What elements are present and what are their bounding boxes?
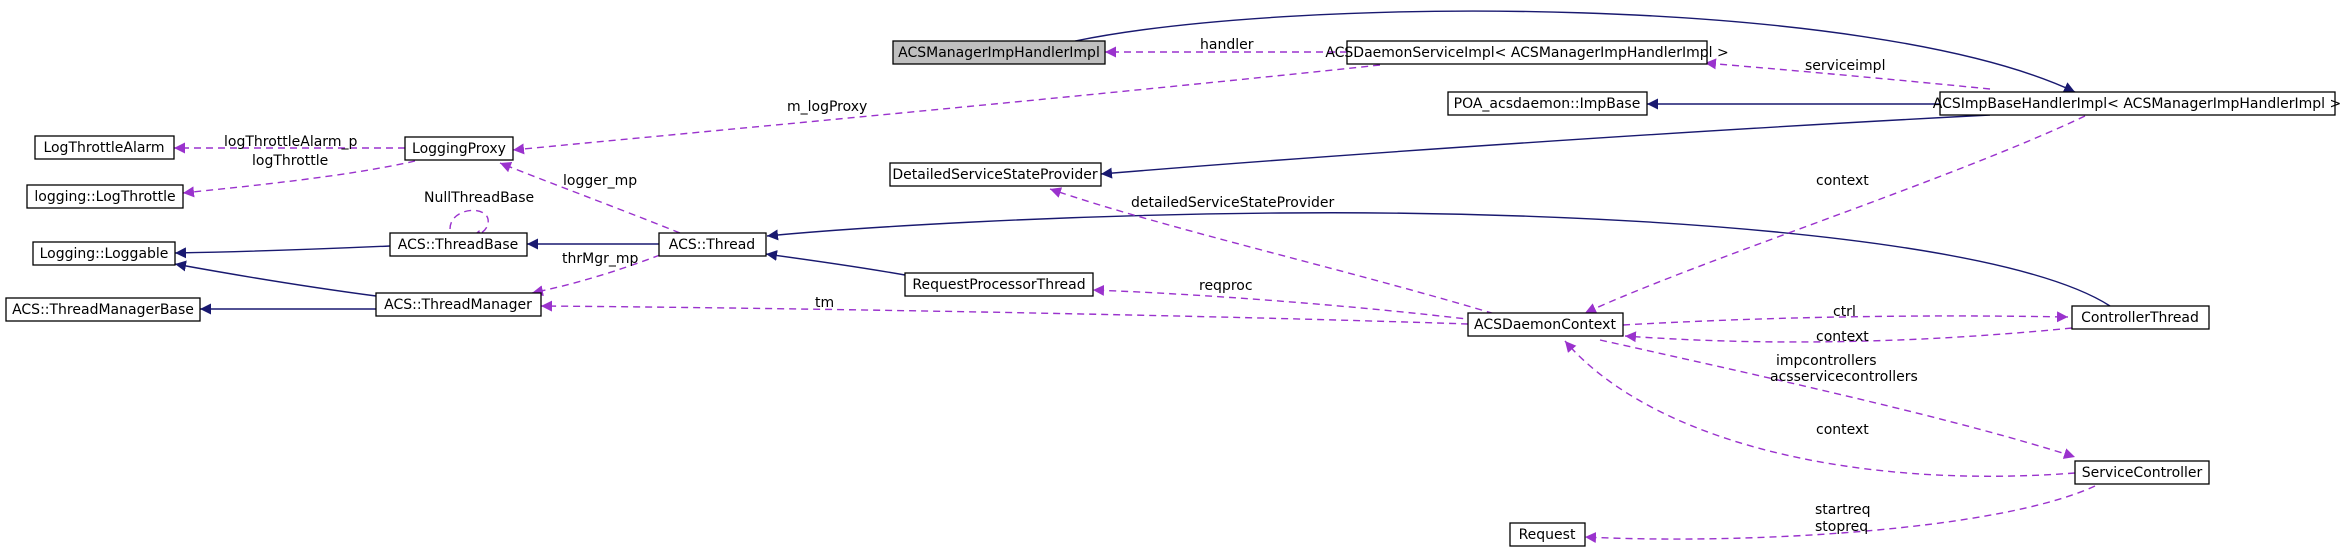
label-handler: handler: [1200, 37, 1254, 53]
node-logging-proxy[interactable]: LoggingProxy: [404, 136, 514, 161]
node-label: POA_acsdaemon::ImpBase: [1454, 96, 1641, 112]
label-ctrl: ctrl: [1833, 304, 1856, 320]
node-log-throttle-alarm[interactable]: LogThrottleAlarm: [34, 135, 175, 160]
edge-labels: handler serviceimpl m_logProxy logThrott…: [224, 37, 1918, 535]
node-acs-manager-imp-handler-impl[interactable]: ACSManagerImpHandlerImpl: [892, 40, 1106, 65]
node-label: ACS::ThreadManager: [384, 297, 532, 313]
edge-m-logproxy: [512, 64, 1381, 155]
node-controller-thread[interactable]: ControllerThread: [2071, 305, 2210, 330]
edge-reqproc: [1092, 284, 1476, 321]
edge-threadmanager-to-loggable: [174, 260, 377, 297]
label-acsservicecontrollers: acsservicecontrollers: [1770, 369, 1918, 385]
node-request-processor-thread[interactable]: RequestProcessorThread: [904, 272, 1094, 297]
label-reqproc: reqproc: [1199, 278, 1253, 294]
node-acs-daemon-context[interactable]: ACSDaemonContext: [1467, 312, 1624, 337]
edge-impcontrollers: [1599, 339, 2076, 459]
label-context-top: context: [1816, 173, 1869, 189]
edge-ctrl: [1622, 311, 2069, 326]
label-logthrottlealarm-p: logThrottleAlarm_p: [224, 134, 357, 150]
node-acs-thread-base[interactable]: ACS::ThreadBase: [389, 232, 528, 257]
edge-thrmgr-mp: [531, 254, 661, 297]
label-detailedservicestateprovider: detailedServiceStateProvider: [1131, 195, 1335, 211]
edge-requestprocessor-to-thread: [765, 250, 906, 276]
label-thrmgr-mp: thrMgr_mp: [562, 251, 638, 267]
node-acs-thread-manager[interactable]: ACS::ThreadManager: [375, 292, 542, 317]
node-detailed-service-state-provider[interactable]: DetailedServiceStateProvider: [889, 162, 1102, 187]
node-label: ACSImpBaseHandlerImpl< ACSManagerImpHand…: [1933, 96, 2341, 112]
node-label: Logging::Loggable: [40, 246, 169, 262]
node-label: Request: [1519, 527, 1576, 543]
node-service-controller[interactable]: ServiceController: [2074, 460, 2210, 485]
node-label: ControllerThread: [2081, 310, 2199, 326]
node-acs-imp-base-handler-impl[interactable]: ACSImpBaseHandlerImpl< ACSManagerImpHand…: [1933, 91, 2341, 116]
edge-controllerthread-to-thread: [766, 212, 2111, 307]
label-nullthreadbase: NullThreadBase: [424, 190, 534, 206]
node-label: ACS::ThreadBase: [398, 237, 518, 253]
node-logging-loggable[interactable]: Logging::Loggable: [32, 241, 176, 266]
node-label: DetailedServiceStateProvider: [892, 167, 1097, 183]
node-acs-thread[interactable]: ACS::Thread: [658, 232, 767, 257]
node-label: ACS::Thread: [669, 237, 755, 253]
edge-nullthreadbase: [449, 209, 489, 241]
node-request[interactable]: Request: [1509, 522, 1586, 547]
node-label: ACS::ThreadManagerBase: [12, 302, 194, 318]
edge-manager-to-impbasehandler: [1074, 10, 2076, 93]
label-m-logproxy: m_logProxy: [787, 99, 867, 115]
edge-tm: [540, 300, 1469, 325]
label-tm: tm: [815, 295, 834, 311]
node-poa-imp-base[interactable]: POA_acsdaemon::ImpBase: [1447, 91, 1648, 116]
node-label: LoggingProxy: [412, 141, 506, 157]
node-label: LogThrottleAlarm: [43, 140, 164, 156]
edge-logthrottle: [182, 160, 416, 198]
node-label: ACSManagerImpHandlerImpl: [898, 45, 1100, 61]
edge-threadbase-to-loggable: [174, 245, 391, 259]
label-serviceimpl: serviceimpl: [1805, 58, 1885, 74]
edge-context-top: [1584, 115, 2086, 314]
node-label: RequestProcessorThread: [912, 277, 1085, 293]
label-impcontrollers: impcontrollers: [1776, 353, 1877, 369]
edge-detailed-to-impbasehandler: [1100, 114, 1991, 179]
nodes: ACSManagerImpHandlerImpl ACSDaemonServic…: [5, 40, 2341, 547]
label-logger-mp: logger_mp: [563, 173, 637, 189]
label-logthrottle: logThrottle: [252, 153, 328, 169]
edge-logger-mp: [499, 161, 681, 234]
label-context-sc: context: [1816, 422, 1869, 438]
edge-context-sc: [1564, 340, 2076, 477]
edge-startreq-stopreq: [1584, 485, 2096, 544]
edge-context-ctrl: [1624, 327, 2073, 343]
node-label: ACSDaemonContext: [1474, 317, 1616, 333]
node-acs-daemon-service-impl[interactable]: ACSDaemonServiceImpl< ACSManagerImpHandl…: [1325, 40, 1729, 65]
label-context-ctrl: context: [1816, 329, 1869, 345]
label-stopreq: stopreq: [1815, 519, 1868, 535]
edges: [174, 10, 2111, 544]
node-acs-thread-manager-base[interactable]: ACS::ThreadManagerBase: [5, 297, 201, 322]
node-label: ServiceController: [2082, 465, 2203, 481]
edge-serviceimpl: [1704, 58, 1991, 90]
node-label: logging::LogThrottle: [34, 189, 175, 205]
node-label: ACSDaemonServiceImpl< ACSManagerImpHandl…: [1325, 45, 1728, 61]
label-startreq: startreq: [1815, 502, 1871, 518]
node-logging-log-throttle[interactable]: logging::LogThrottle: [26, 184, 184, 209]
